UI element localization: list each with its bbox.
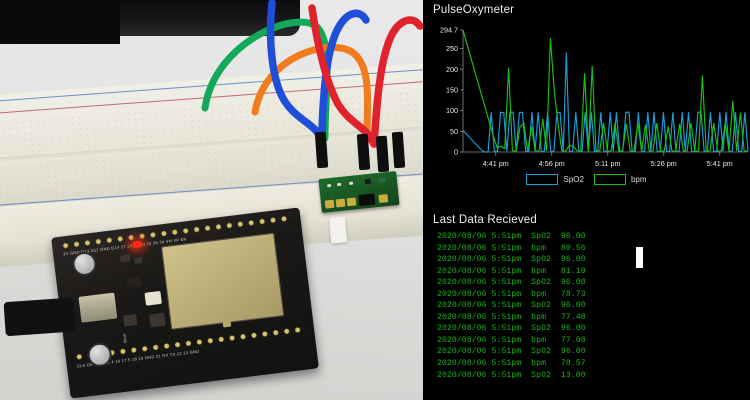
power-led-indicator	[132, 240, 142, 248]
x-axis-tick: 5:11 pm	[595, 159, 620, 168]
legend-swatch-spo2	[526, 173, 559, 185]
x-axis-tick: 5:41 pm	[707, 159, 733, 168]
jumper-wires	[201, 0, 423, 173]
log-line: 2020/08/06 5:51pm SpO2 96.00	[437, 232, 586, 241]
y-axis-tick: 250	[446, 44, 458, 53]
y-axis-tick: 0	[454, 148, 458, 157]
log-line: 2020/08/06 5:51pm SpO2 96.00	[437, 301, 586, 311]
esp-wroom-module	[160, 232, 285, 330]
micro-usb-connector	[78, 292, 118, 323]
legend-label-bpm: bpm	[630, 174, 647, 184]
iot-dashboard-panel: PulseOxymeter 294.7 250 200 150 100 50 0 4:41 p…	[423, 0, 750, 400]
series-line-bpm	[462, 29, 749, 152]
usb-cable	[3, 297, 76, 337]
y-axis-tick: 200	[446, 65, 458, 74]
hardware-photo: 3V GND D13 D12 GND D14 27 26 25 33 32 35…	[0, 0, 423, 400]
chart-legend: SpO2 bpm	[423, 170, 750, 188]
log-line: 2020/08/06 5:51pm bpm 78.73	[437, 289, 586, 299]
legend-item-spo2[interactable]: SpO2	[526, 173, 584, 185]
chart-title: PulseOxymeter	[433, 4, 515, 16]
y-axis-tick: 294.7	[440, 26, 458, 35]
y-axis-tick: 150	[446, 86, 458, 95]
log-line: 2020/08/06 5:51pm SpO2 96.00	[437, 255, 586, 265]
log-line: 2020/08/06 5:51pm bpm 81.19	[437, 266, 586, 276]
legend-item-bpm[interactable]: bpm	[593, 173, 647, 185]
log-line: 2020/08/06 5:51pm SpO2 96.00	[437, 278, 586, 288]
dark-background-corner	[0, 0, 120, 44]
chart-svg: 294.7 250 200 150 100 50 0 4:41 pm 4:56 pm 5:11 p…	[440, 26, 749, 168]
log-title: Last Data Recieved	[433, 214, 537, 226]
log-line: 2020/08/06 5:51pm SpO2 13.00	[437, 370, 586, 380]
legend-label-spo2: SpO2	[563, 174, 584, 184]
pulse-oximeter-chart[interactable]: 294.7 250 200 150 100 50 0 4:41 pm 4:56 pm 5:11 p…	[423, 20, 750, 192]
x-axis-tick: 4:41 pm	[483, 159, 509, 168]
esp32-devkit-board: 3V GND D13 D12 GND D14 27 26 25 33 32 35…	[3, 207, 319, 399]
log-line: 2020/08/06 5:51pm SpO2 96.00	[437, 324, 586, 334]
esp32-boot-label: Boot	[121, 333, 128, 344]
legend-swatch-bpm	[593, 173, 626, 185]
log-line: 2020/08/06 5:51pm SpO2 96.00	[437, 347, 586, 357]
log-line: 2020/08/06 5:51pm bpm 78.57	[437, 359, 586, 369]
text-caret	[636, 247, 643, 268]
x-axis-tick: 4:56 pm	[539, 159, 565, 168]
log-line: 2020/08/06 5:51pm bpm 80.56	[437, 243, 586, 253]
log-line: 2020/08/06 5:51pm bpm 77.08	[437, 335, 586, 345]
y-axis-tick: 100	[446, 106, 458, 115]
log-line: 2020/08/06 5:51pm bpm 77.48	[437, 312, 586, 322]
en-reset-button[interactable]	[71, 250, 98, 278]
y-axis-tick: 50	[450, 127, 458, 136]
x-axis-tick: 5:26 pm	[651, 159, 677, 168]
